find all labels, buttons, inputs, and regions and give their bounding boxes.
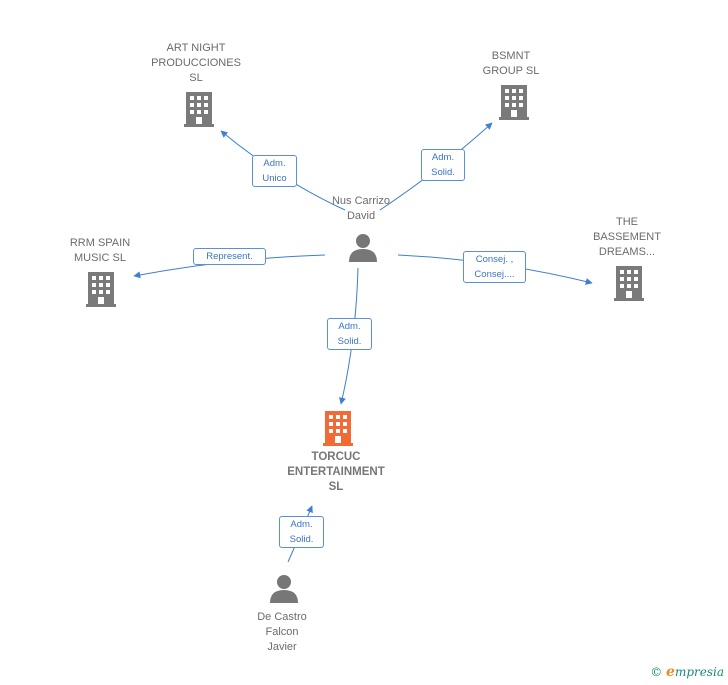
edge-label-art[interactable]: Adm. Unico <box>252 155 297 187</box>
person-icon[interactable] <box>270 575 298 603</box>
edge-label-decastro[interactable]: Adm. Solid. <box>279 516 324 548</box>
node-label-art[interactable]: ART NIGHT PRODUCCIONES SL <box>151 42 241 84</box>
node-label-bsmnt[interactable]: BSMNT GROUP SL <box>482 50 540 77</box>
building-icon-focus[interactable] <box>323 411 353 446</box>
brand-e: e <box>666 664 675 680</box>
edge-label-torcuc[interactable]: Adm. Solid. <box>327 318 372 350</box>
node-label-center[interactable]: Nus Carrizo David <box>331 195 391 222</box>
building-icon[interactable] <box>499 85 529 120</box>
edge-label-bsmnt[interactable]: Adm. Solid. <box>421 149 465 181</box>
node-label-decastro[interactable]: De Castro Falcon Javier <box>257 611 307 653</box>
brand-name: mpresia <box>674 665 724 679</box>
node-label-torcuc[interactable]: TORCUC ENTERTAINMENT SL <box>287 451 385 493</box>
copyright-icon: © <box>650 665 663 679</box>
brand-logo: © empresia <box>650 664 724 680</box>
edge-label-basement[interactable]: Consej. , Consej.... <box>463 251 526 283</box>
building-icon[interactable] <box>184 92 214 127</box>
building-icon[interactable] <box>614 266 644 301</box>
person-icon[interactable] <box>349 234 377 262</box>
building-icon[interactable] <box>86 272 116 307</box>
node-label-rrm[interactable]: RRM SPAIN MUSIC SL <box>69 237 131 264</box>
node-label-basement[interactable]: THE BASSEMENT DREAMS... <box>593 216 661 258</box>
edge-label-rrm[interactable]: Represent. <box>193 248 266 265</box>
